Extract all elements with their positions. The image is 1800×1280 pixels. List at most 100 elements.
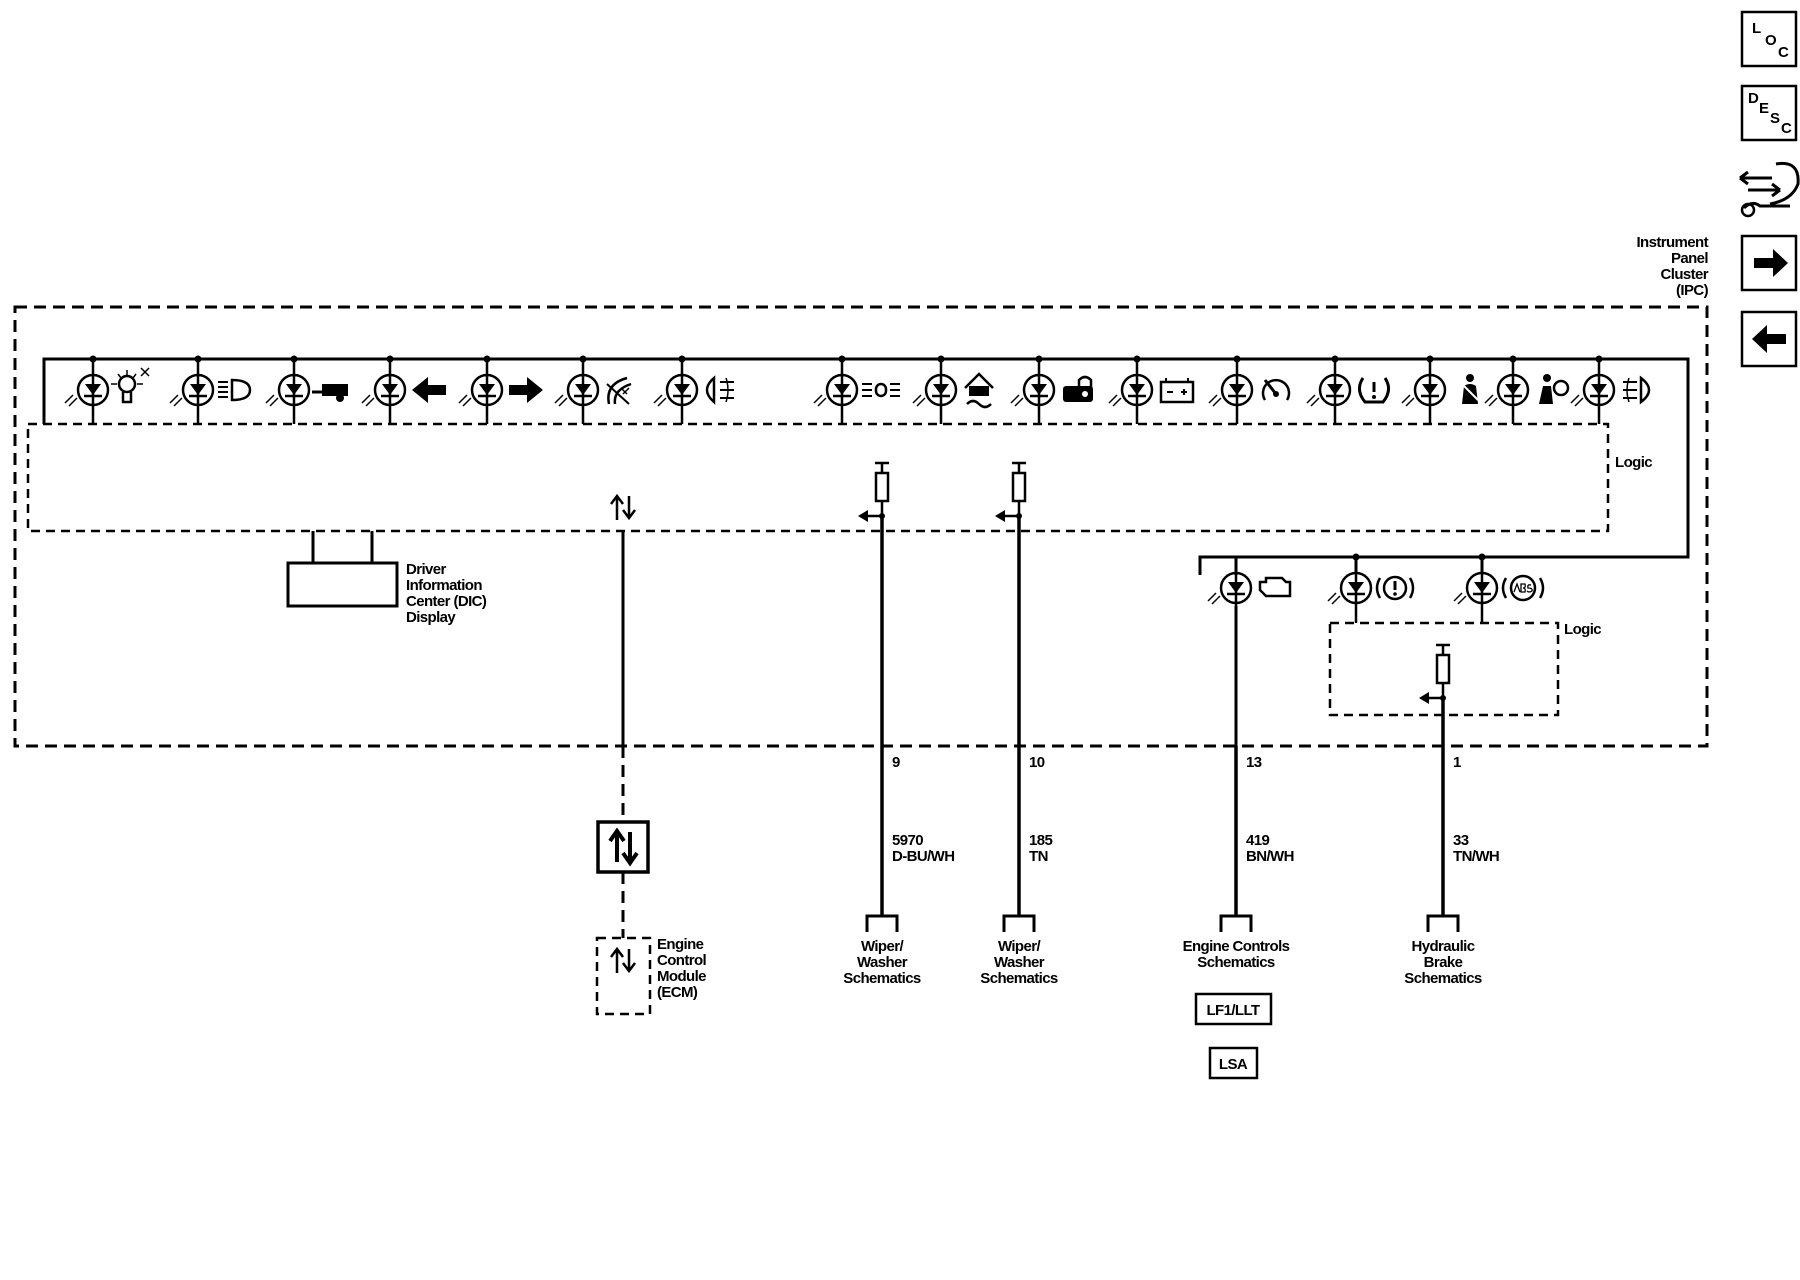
- destination-label-line: Washer: [994, 954, 1045, 971]
- circuit-number: 5970: [892, 832, 923, 849]
- dic-label-line: Display: [406, 609, 456, 626]
- bulb-failure-icon: [111, 367, 150, 404]
- indicator-battery: [1108, 355, 1195, 424]
- pin-number: 13: [1246, 754, 1262, 771]
- indicator-traction-off: [912, 355, 994, 424]
- indicator-tire-pressure: [1306, 355, 1390, 424]
- led-symbol: [1453, 570, 1499, 606]
- ecm-label-line: (ECM): [657, 984, 698, 1001]
- indicator-row: [64, 355, 1651, 424]
- led-symbol: [912, 372, 958, 408]
- indicator-rear-fog: [1570, 355, 1651, 424]
- turn-right-icon: [509, 377, 543, 403]
- engine-option-label: LF1/LLT: [1206, 1002, 1259, 1019]
- pin-number: 10: [1029, 754, 1045, 771]
- led-symbol: [1010, 372, 1056, 408]
- indicator-security: [1010, 355, 1093, 424]
- indicator-trailer: [265, 355, 348, 424]
- ecm-label-line: Module: [657, 968, 706, 985]
- seatbelt-icon: [1462, 374, 1479, 404]
- destination-label-line: Schematics: [1404, 970, 1482, 987]
- desc-letter-d: D: [1748, 90, 1759, 107]
- traction-off-icon: [964, 372, 994, 409]
- rear-fog-icon: [1623, 375, 1651, 405]
- desc-letter-c: C: [1781, 120, 1792, 137]
- indicator-brake-pad: [554, 355, 632, 424]
- ipc-title-line: Panel: [1671, 250, 1708, 267]
- logic-label: Logic: [1615, 454, 1652, 471]
- wire-color: TN: [1029, 848, 1048, 865]
- arrow-left-icon: [1752, 325, 1786, 353]
- led-symbol: [64, 372, 110, 408]
- desc-button[interactable]: D E S C: [1740, 84, 1798, 142]
- led-symbol: [458, 372, 504, 408]
- indicator-bulb-failure: [64, 355, 150, 424]
- led-symbol: [554, 372, 600, 408]
- wire-color: BN/WH: [1246, 848, 1294, 865]
- circuit-number: 33: [1453, 832, 1469, 849]
- front-fog-icon: [705, 375, 734, 405]
- led-symbol: [265, 372, 311, 408]
- dic-label-line: Driver: [406, 561, 447, 578]
- engine-option-lf1-llt[interactable]: LF1/LLT: [1194, 992, 1273, 1026]
- indicator-check-engine: [1207, 570, 1292, 606]
- indicator-turn-right: [458, 355, 543, 424]
- indicator-low-beam: [169, 355, 252, 424]
- indicator-seatbelt: [1401, 355, 1479, 424]
- indicator-parking-lamp: [813, 355, 900, 424]
- ipc-title: Instrument Panel Cluster (IPC): [1636, 234, 1709, 299]
- ipc-title-line: Cluster: [1661, 266, 1709, 283]
- logic-box: [26, 422, 1610, 533]
- pin-number: 9: [892, 754, 900, 771]
- abs-icon: [1501, 574, 1545, 602]
- low-beam-icon: [218, 378, 252, 402]
- indicator-front-fog: [653, 355, 734, 424]
- circuit-number: 185: [1029, 832, 1052, 849]
- engine-option-label: LSA: [1219, 1056, 1248, 1073]
- arrow-left-button[interactable]: [1740, 310, 1798, 368]
- desc-letter-e: E: [1759, 100, 1769, 117]
- led-symbol: [1208, 372, 1254, 408]
- trailer-icon: [312, 384, 348, 402]
- battery-icon: [1159, 378, 1195, 404]
- destination-label-line: Engine Controls: [1183, 938, 1290, 955]
- ecm-module: Engine Control Module (ECM): [595, 936, 707, 1016]
- desc-letter-s: S: [1770, 110, 1780, 127]
- destination-label-line: Schematics: [1197, 954, 1275, 971]
- loc-button[interactable]: L O C: [1740, 10, 1798, 68]
- check-engine-icon: [1258, 576, 1292, 598]
- destination-label-line: Schematics: [843, 970, 921, 987]
- arrow-right-icon: [1754, 249, 1788, 277]
- speed-icon: [1261, 378, 1291, 401]
- indicator-turn-left: [361, 355, 446, 424]
- destination-label-line: Wiper/: [998, 938, 1042, 955]
- logic-label-lower: Logic: [1564, 621, 1601, 638]
- engine-option-lsa[interactable]: LSA: [1208, 1046, 1259, 1080]
- led-symbol: [813, 372, 859, 408]
- loc-letter-o: O: [1765, 32, 1777, 49]
- destination-label-line: Brake: [1424, 954, 1463, 971]
- dic-label-line: Information: [406, 577, 482, 594]
- pin-number: 1: [1453, 754, 1461, 771]
- destination-label-line: Schematics: [980, 970, 1058, 987]
- led-symbol: [1570, 372, 1616, 408]
- arrow-right-button[interactable]: [1740, 234, 1798, 292]
- ipc-title-line: (IPC): [1676, 282, 1709, 299]
- connector-wrench-icon[interactable]: [1739, 161, 1800, 218]
- dic-label-line: Center (DIC): [406, 593, 487, 610]
- turn-left-icon: [412, 377, 446, 403]
- wire-color: TN/WH: [1453, 848, 1499, 865]
- led-symbol: [1401, 372, 1447, 408]
- indicator-abs: [1453, 553, 1545, 623]
- dic-display: Driver Information Center (DIC) Display: [286, 531, 488, 626]
- circuit-group: 95970D-BU/WHWiper/WasherSchematics10185T…: [843, 461, 1500, 987]
